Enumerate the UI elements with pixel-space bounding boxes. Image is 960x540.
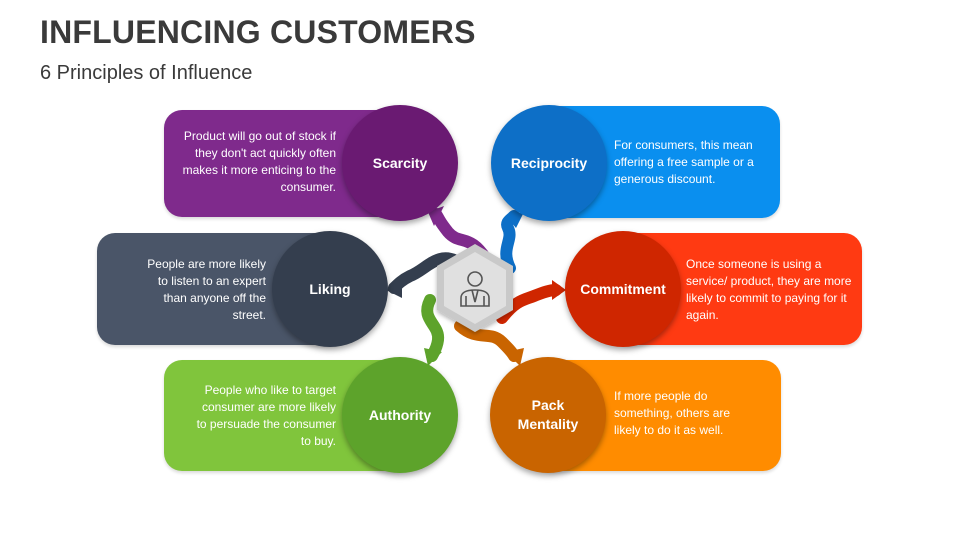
circle-pack-mentality: Pack Mentality [490, 357, 606, 473]
page-title: INFLUENCING CUSTOMERS [40, 14, 476, 50]
description-scarcity: Product will go out of stock if they don… [182, 129, 336, 194]
circle-authority: Authority [342, 357, 458, 473]
arrowhead-liking [386, 280, 402, 298]
description-commitment: Once someone is using a service/ product… [686, 257, 852, 322]
arrow-authority [421, 294, 445, 362]
description-liking: People are more likely to listen to an e… [147, 257, 266, 322]
circle-commitment: Commitment [565, 231, 681, 347]
arrowhead-authority [424, 348, 442, 366]
page-subtitle: 6 Principles of Influence [40, 62, 253, 84]
circle-scarcity: Scarcity [342, 105, 458, 221]
description-authority: People who like to target consumer are m… [196, 383, 336, 448]
arrowhead-commitment [552, 280, 566, 300]
arrow-pack-mentality [454, 320, 520, 362]
arrowhead-pack-mentality [506, 348, 524, 366]
description-reciprocity: For consumers, this mean offering a free… [614, 138, 754, 186]
circle-liking: Liking [272, 231, 388, 347]
circle-reciprocity: Reciprocity [491, 105, 607, 221]
businessman-icon [460, 271, 490, 307]
description-pack-mentality: If more people do something, others are … [614, 389, 731, 437]
arrowhead-reciprocity [506, 212, 524, 228]
